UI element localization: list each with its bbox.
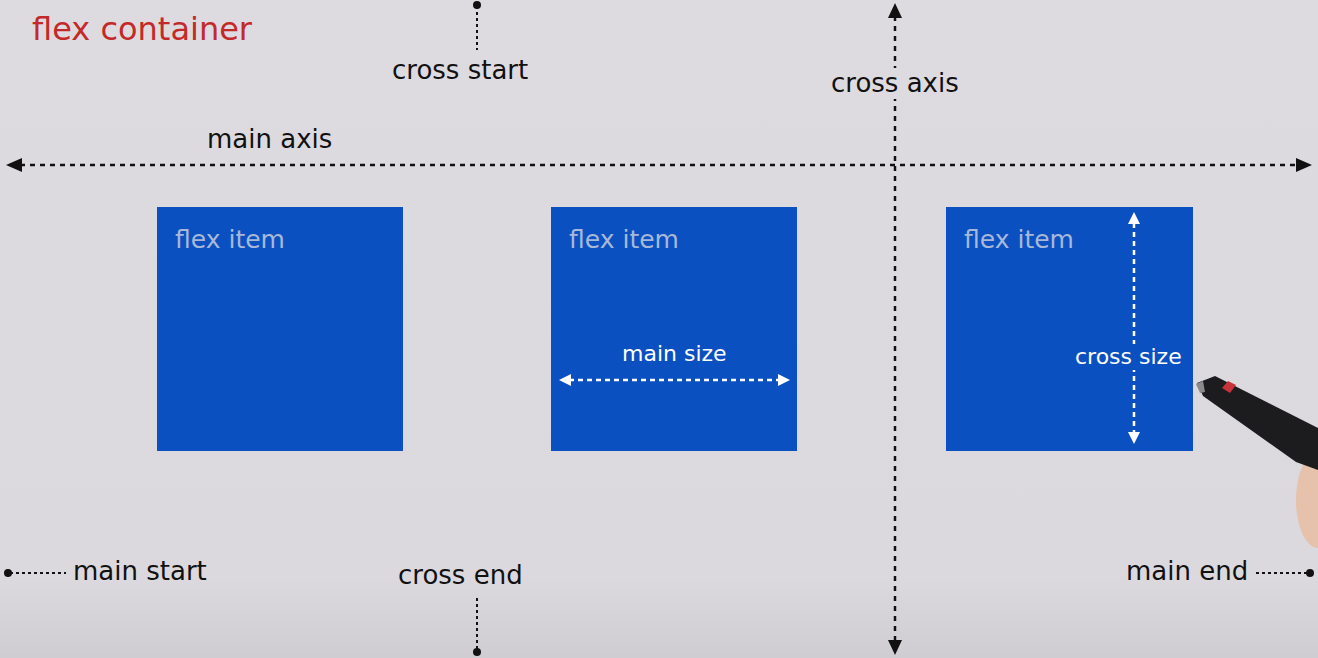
item-title: flex item xyxy=(964,225,1074,255)
axis-label: cross end xyxy=(398,560,523,591)
item-title: flex item xyxy=(569,225,679,255)
pen-tip xyxy=(1196,381,1205,393)
leader-line xyxy=(1256,572,1308,574)
leader-line xyxy=(10,572,66,574)
leader-dot xyxy=(1306,569,1314,577)
leader-dot xyxy=(473,1,481,9)
axis-label: main end xyxy=(1126,556,1248,587)
pen-body xyxy=(1197,376,1318,470)
cross-size-label: cross size xyxy=(1072,344,1185,370)
leader-line xyxy=(476,598,478,650)
pen-band xyxy=(1222,381,1236,393)
container-title: flex container xyxy=(32,10,252,48)
axis-label: cross axis xyxy=(827,68,963,99)
flex-item: flex item xyxy=(157,207,403,451)
arrow-head xyxy=(6,158,22,172)
arrow-head xyxy=(1296,158,1312,172)
arrow-part xyxy=(559,374,571,386)
leader-line xyxy=(476,6,478,50)
main-axis-line xyxy=(20,164,1298,167)
cross-axis-line xyxy=(894,16,897,642)
arrow-head xyxy=(888,640,902,655)
arrow-part xyxy=(778,374,790,386)
axis-label: main start xyxy=(73,556,207,587)
hand xyxy=(1296,452,1318,548)
flex-item: flex item cross size xyxy=(946,207,1193,451)
arrow-part xyxy=(1133,223,1136,433)
leader-dot xyxy=(4,569,12,577)
arrow-head xyxy=(888,3,902,18)
arrow-part xyxy=(569,379,779,382)
arrow-part xyxy=(1128,432,1140,444)
leader-dot xyxy=(473,648,481,656)
axis-label: main axis xyxy=(207,124,332,155)
main-size-label: main size xyxy=(622,341,727,367)
axis-label: cross start xyxy=(392,55,528,86)
flex-item: flex item main size xyxy=(551,207,797,451)
item-title: flex item xyxy=(175,225,285,255)
arrow-part xyxy=(1128,212,1140,224)
